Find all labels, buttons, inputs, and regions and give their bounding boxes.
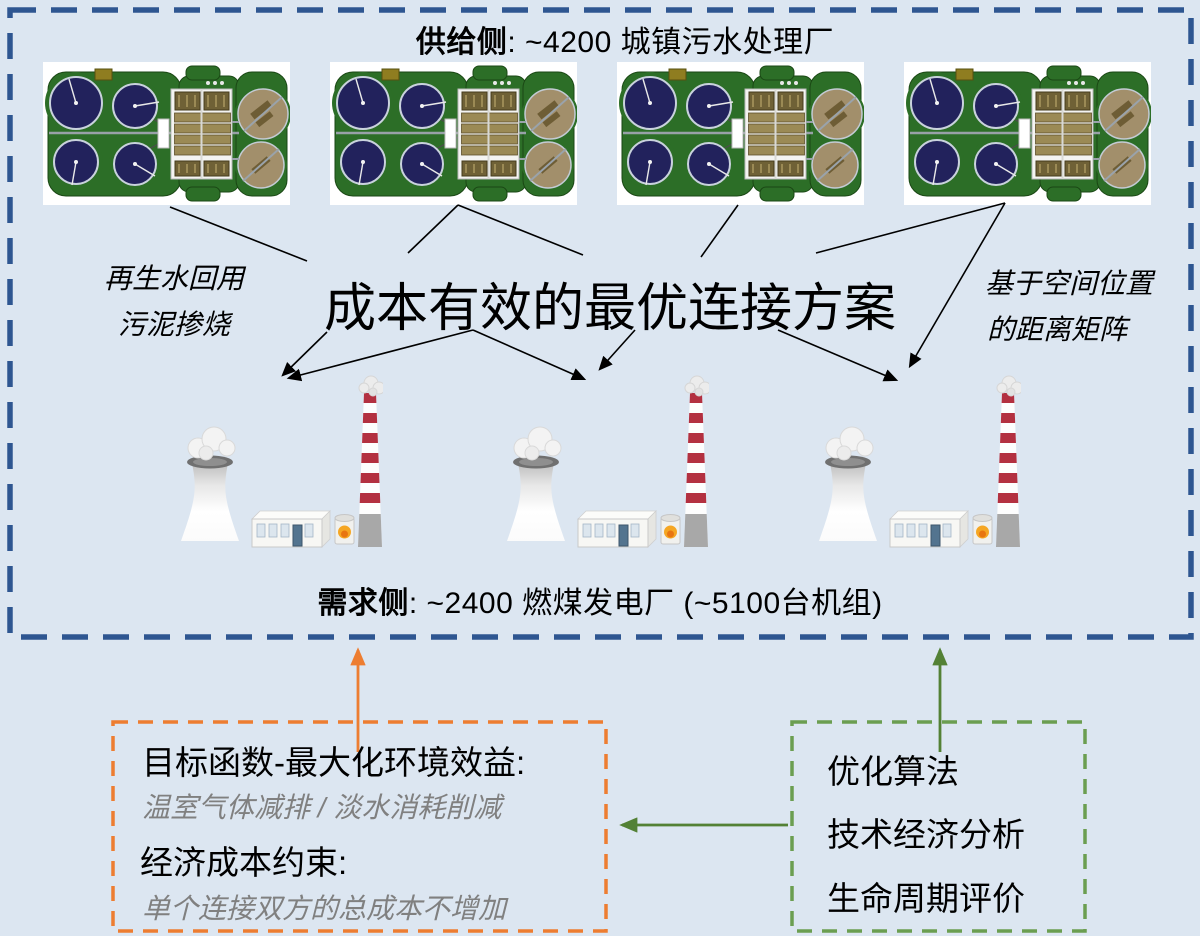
supply-to-title-lines: [169, 202, 1006, 262]
method-item-1: 优化算法: [827, 753, 959, 790]
right-note-line1: 基于空间位置: [985, 268, 1154, 299]
objective-sub-2: 单个连接双方的总成本不增加: [142, 893, 507, 924]
center-title: 成本有效的最优连接方案: [323, 280, 896, 338]
supply-side-value: : ~4200 城镇污水处理厂: [507, 26, 835, 59]
method-item-2: 技术经济分析: [827, 816, 1025, 853]
right-note-line2: 的距离矩阵: [987, 314, 1128, 345]
demand-side-label: 需求侧: [317, 587, 409, 620]
method-item-3: 生命周期评价: [827, 880, 1025, 917]
supply-side-title: 供给侧: ~4200 城镇污水处理厂: [50, 17, 1200, 61]
supply-side-label: 供给侧: [415, 26, 508, 59]
supply-demand-frame: [7, 7, 1194, 640]
objective-heading-1: 目标函数-最大化环境效益:: [142, 744, 526, 781]
objective-sub-1: 温室气体减排 / 淡水消耗削减: [142, 792, 502, 823]
objective-heading-2: 经济成本约束:: [140, 844, 348, 881]
demand-side-value: : ~2400 燃煤发电厂 (~5100台机组): [408, 587, 883, 620]
left-note-line1: 再生水回用: [103, 263, 244, 294]
title-to-demand-arrows: [281, 202, 1006, 382]
demand-side-title: 需求侧: ~2400 燃煤发电厂 (~5100台机组): [0, 578, 1200, 622]
left-note-line2: 污泥掺烧: [117, 309, 230, 340]
